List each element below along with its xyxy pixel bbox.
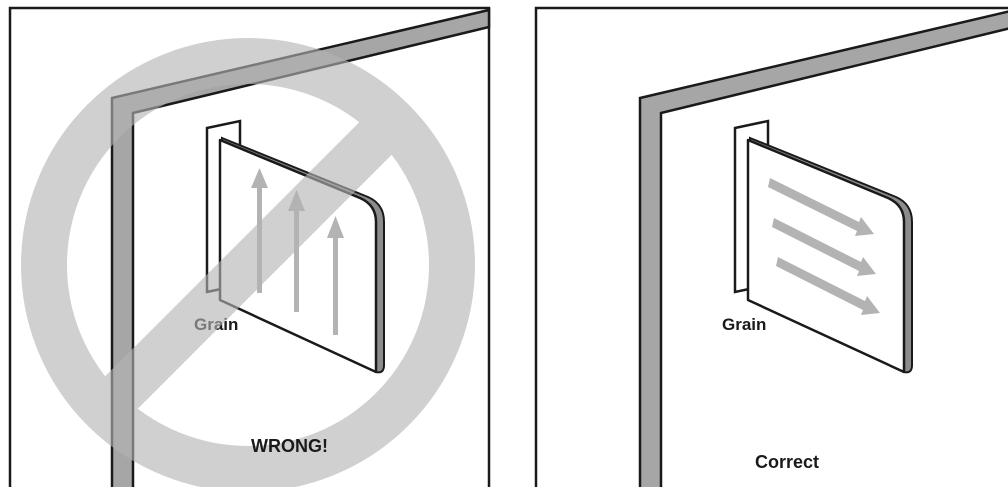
wrong-panel: Grain WRONG! <box>8 6 491 487</box>
correct-panel-frame <box>534 6 1008 487</box>
correct-panel-face <box>746 138 906 374</box>
wrong-panel-frame <box>8 6 491 487</box>
grain-arrow-icon <box>776 257 880 315</box>
grain-arrow-icon <box>772 218 876 276</box>
correct-verdict-label: Correct <box>755 452 819 472</box>
grain-arrow-icon <box>327 216 344 335</box>
correct-panel: Grain Correct <box>534 6 1008 487</box>
prohibition-sign-icon <box>21 38 475 487</box>
correct-grain-label: Grain <box>722 315 766 334</box>
correct-wall-trim <box>638 10 1008 487</box>
correct-grain-arrows <box>768 178 880 315</box>
wrong-verdict-label: WRONG! <box>251 436 328 456</box>
grain-arrow-icon <box>768 178 874 236</box>
